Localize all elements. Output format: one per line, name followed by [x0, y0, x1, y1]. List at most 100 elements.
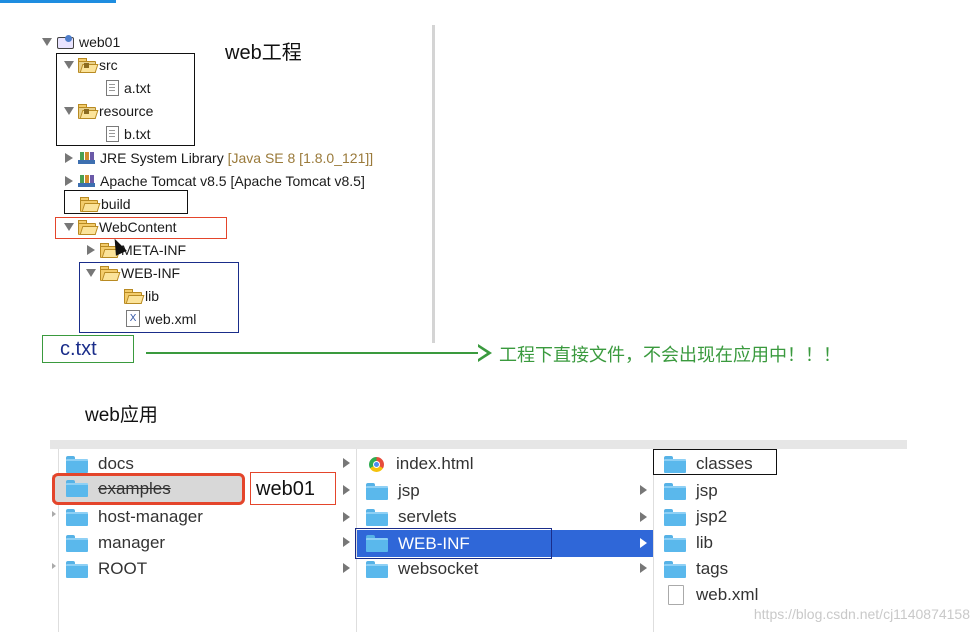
finder-item-jsp-3[interactable]: jsp	[664, 479, 718, 503]
panel-divider[interactable]	[432, 25, 435, 343]
finder-item-root[interactable]: ROOT	[66, 557, 147, 581]
expand-triangle-icon[interactable]	[42, 37, 52, 46]
tree-item-label: web01	[79, 33, 121, 50]
c-txt-label: c.txt	[60, 338, 97, 360]
xml-file-icon: X	[126, 310, 140, 327]
finder-item-jsp[interactable]: jsp	[366, 479, 420, 503]
folder-icon	[366, 508, 388, 526]
examples-highlight-box	[52, 473, 245, 505]
chevron-right-icon	[640, 538, 647, 548]
tree-item-label: lib	[145, 287, 160, 304]
finder-item-index-html[interactable]: index.html	[369, 452, 473, 476]
source-folder-icon	[78, 104, 99, 119]
text-file-icon	[106, 79, 119, 96]
expand-triangle-icon[interactable]	[64, 106, 74, 115]
tree-item-label: a.txt	[124, 79, 151, 96]
classes-highlight-box	[653, 449, 777, 475]
chevron-right-icon	[52, 563, 56, 569]
tree-item-label: WebContent	[99, 218, 177, 235]
folder-icon	[664, 455, 686, 473]
finder-item-websocket[interactable]: websocket	[366, 557, 478, 581]
expand-triangle-icon[interactable]	[64, 222, 74, 231]
finder-item-web-xml[interactable]: web.xml	[668, 583, 758, 607]
finder-item-examples[interactable]: examples	[52, 475, 242, 502]
library-icon	[78, 174, 95, 187]
folder-icon	[66, 534, 88, 552]
tree-item-src[interactable]: src	[64, 54, 118, 75]
c-txt-highlight-box	[42, 335, 134, 363]
tree-item-jre[interactable]: JRE System Library [Java SE 8 [1.8.0_121…	[64, 147, 373, 168]
tree-item-label: resource	[99, 102, 154, 119]
column-separator[interactable]	[653, 449, 654, 632]
web-project-label: web工程	[225, 42, 302, 64]
tree-item-meta-inf[interactable]: META-INF	[86, 239, 186, 260]
folder-icon	[66, 455, 88, 473]
finder-item-web-inf[interactable]: WEB-INF	[357, 530, 653, 557]
tree-item-b-txt[interactable]: b.txt	[106, 123, 150, 144]
tree-item-web01[interactable]: web01	[42, 31, 120, 52]
chevron-right-icon	[343, 512, 350, 522]
folder-icon	[124, 289, 145, 304]
finder-item-jsp2[interactable]: jsp2	[664, 505, 727, 529]
tree-item-webcontent[interactable]: WebContent	[64, 216, 177, 237]
column-separator[interactable]	[356, 449, 357, 632]
finder-item-label: jsp2	[696, 507, 728, 526]
finder-item-lib[interactable]: lib	[664, 531, 713, 555]
tree-item-lib[interactable]: lib	[124, 285, 159, 306]
chevron-right-icon	[343, 485, 350, 495]
finder-item-label: docs	[98, 454, 134, 473]
tree-item-label: b.txt	[124, 125, 151, 142]
build-highlight-box	[64, 190, 188, 214]
chevron-right-icon	[343, 563, 350, 573]
folder-icon	[100, 243, 121, 258]
finder-item-servlets[interactable]: servlets	[366, 505, 457, 529]
tree-item-a-txt[interactable]: a.txt	[106, 77, 150, 98]
web01-label-box	[250, 472, 336, 505]
arrow-head-inner	[478, 347, 487, 359]
collapse-triangle-icon[interactable]	[87, 244, 95, 255]
src-resource-highlight-box	[56, 53, 195, 146]
finder-item-label: jsp	[696, 481, 718, 500]
folder-icon	[66, 480, 88, 497]
web-app-label: web应用	[85, 405, 158, 426]
finder-item-docs[interactable]: docs	[66, 452, 134, 476]
chevron-right-icon	[640, 485, 647, 495]
tree-item-label: WEB-INF	[121, 264, 181, 281]
tree-item-label: JRE System Library	[100, 149, 224, 166]
tree-item-label: web.xml	[145, 310, 197, 327]
tree-item-web-xml[interactable]: X web.xml	[126, 308, 196, 329]
finder-item-label: websocket	[398, 559, 479, 578]
finder-item-manager[interactable]: manager	[66, 531, 165, 555]
finder-item-label: host-manager	[98, 507, 203, 526]
column-separator[interactable]	[58, 449, 59, 632]
finder-item-classes[interactable]: classes	[664, 452, 753, 476]
library-icon	[78, 151, 95, 164]
source-folder-icon	[78, 58, 99, 73]
webcontent-highlight-box	[55, 217, 227, 239]
collapse-triangle-icon[interactable]	[65, 152, 73, 163]
chevron-right-icon	[343, 458, 350, 468]
folder-icon	[78, 220, 99, 235]
chevron-right-icon	[640, 563, 647, 573]
expand-triangle-icon[interactable]	[64, 60, 74, 69]
finder-item-label: web.xml	[696, 585, 759, 604]
finder-item-label: servlets	[398, 507, 457, 526]
finder-item-label: examples	[98, 478, 171, 498]
expand-triangle-icon[interactable]	[86, 268, 96, 277]
project-icon	[56, 34, 76, 49]
finder-item-tags[interactable]: tags	[664, 557, 728, 581]
finder-item-host-manager[interactable]: host-manager	[66, 505, 203, 529]
folder-icon	[80, 197, 101, 212]
finder-item-label: manager	[98, 533, 166, 552]
tree-item-tomcat[interactable]: Apache Tomcat v8.5 [Apache Tomcat v8.5]	[64, 170, 365, 191]
note-text: 工程下直接文件，不会出现在应用中！！！	[499, 345, 841, 365]
collapse-triangle-icon[interactable]	[65, 175, 73, 186]
web01-label: web01	[256, 478, 315, 500]
finder-top-bar	[50, 440, 907, 449]
folder-icon	[66, 508, 88, 526]
tree-item-resource[interactable]: resource	[64, 100, 153, 121]
folder-icon	[664, 560, 686, 578]
finder-item-label: index.html	[396, 454, 474, 473]
tree-item-web-inf[interactable]: WEB-INF	[86, 262, 180, 283]
tree-item-build[interactable]: build	[80, 193, 131, 214]
